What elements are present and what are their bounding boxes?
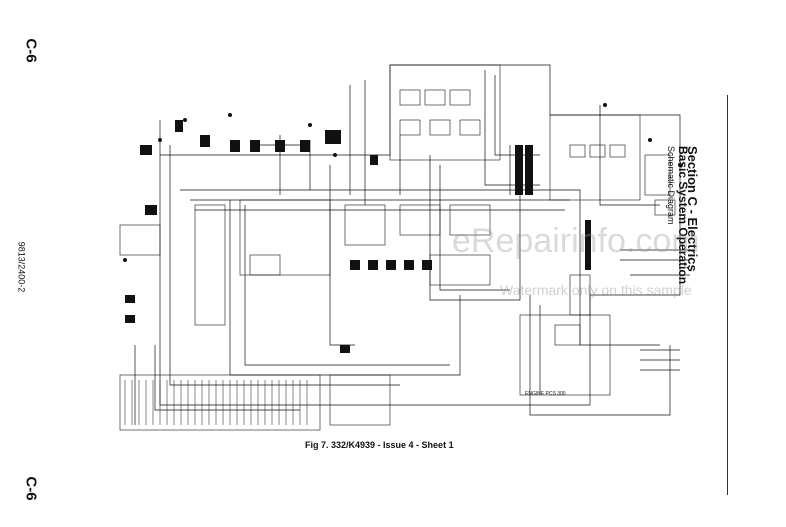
right-margin-rule xyxy=(727,95,728,495)
figure-caption: Fig 7. 332/K4939 - Issue 4 - Sheet 1 xyxy=(305,440,454,450)
document-number: 9813/2400-2 xyxy=(16,241,27,293)
page-code-top: C-6 xyxy=(22,38,40,63)
watermark-subtext: Watermark only on this sample xyxy=(500,282,692,298)
page-code-bottom: C-6 xyxy=(22,476,40,501)
schematic-diagram: ENGINE PCS 300 xyxy=(119,64,690,431)
watermark-text: eRepairinfo.com xyxy=(452,222,700,260)
engine-pcs-label: ENGINE PCS 300 xyxy=(525,391,566,397)
